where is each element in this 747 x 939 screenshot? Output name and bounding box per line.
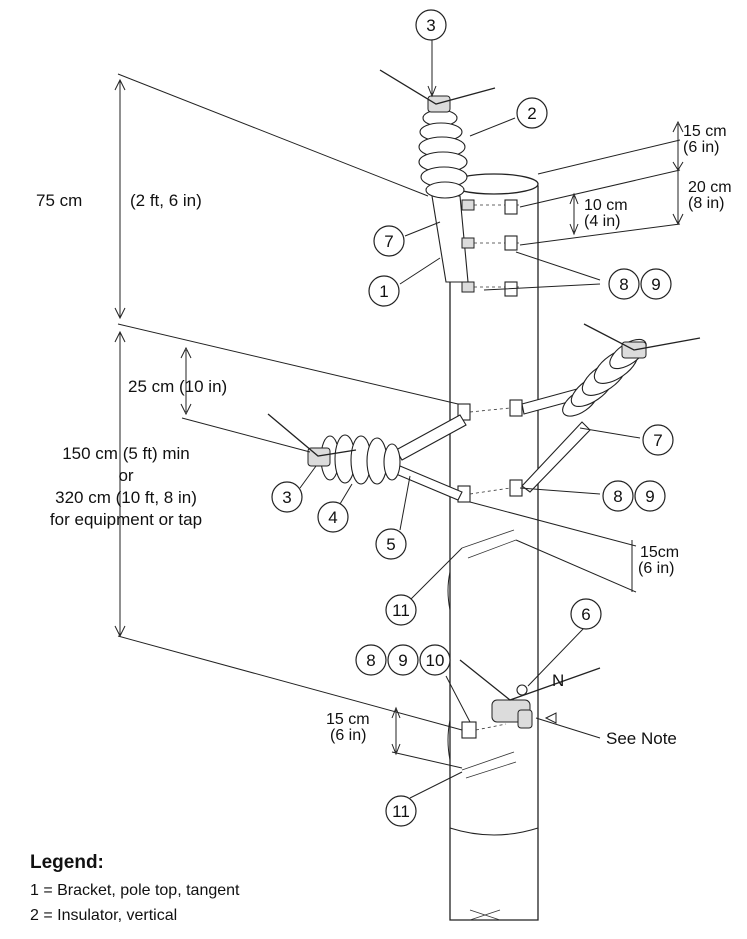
tap-conductor xyxy=(459,659,601,701)
callout-11-lower: 11 xyxy=(385,795,417,827)
svg-text:10: 10 xyxy=(426,651,445,670)
dim-20-cm: 20 cm xyxy=(688,179,732,196)
dim-10-in: (4 in) xyxy=(584,213,620,230)
dim-10-cm: 10 cm xyxy=(584,197,628,214)
left-conductor xyxy=(267,413,357,457)
lower-assembly xyxy=(459,529,601,779)
callout-8-top: 8 xyxy=(608,268,640,300)
svg-text:4: 4 xyxy=(328,508,337,527)
upper-strap xyxy=(461,529,517,559)
svg-text:11: 11 xyxy=(392,601,410,620)
dim-150-line1: 150 cm (5 ft) min xyxy=(62,444,190,463)
top-insulator-sheds xyxy=(418,109,468,199)
top-insulator-assembly xyxy=(379,69,520,297)
top-conductor xyxy=(379,69,496,105)
dim-15-mid-cm: 15cm xyxy=(640,544,679,561)
callout-8-low: 8 xyxy=(355,644,387,676)
callout-5: 5 xyxy=(375,528,407,560)
svg-text:7: 7 xyxy=(384,232,393,251)
legend-item-1: 1 = Bracket, pole top, tangent xyxy=(30,882,240,899)
dim-15-top-in: (6 in) xyxy=(683,139,719,156)
dim-75-cm: 75 cm xyxy=(36,191,82,210)
svg-text:8: 8 xyxy=(619,275,628,294)
svg-text:7: 7 xyxy=(653,431,662,450)
svg-text:8: 8 xyxy=(366,651,375,670)
dim-150-line3: 320 cm (10 ft, 8 in) xyxy=(55,488,197,507)
svg-text:3: 3 xyxy=(282,488,291,507)
dim-150-line4: for equipment or tap xyxy=(50,510,202,529)
callout-11-upper: 11 xyxy=(385,594,417,626)
dimension-lines xyxy=(114,73,684,769)
callout-9-top: 9 xyxy=(640,268,672,300)
svg-text:11: 11 xyxy=(392,802,410,821)
callout-3-left: 3 xyxy=(271,481,303,513)
callouts: 3 2 7 1 8 9 7 8 9 3 4 5 11 6 8 9 10 11 xyxy=(271,9,674,827)
svg-text:9: 9 xyxy=(651,275,660,294)
right-insulator-sheds xyxy=(562,338,647,417)
callout-8-mid: 8 xyxy=(602,480,634,512)
callout-7-mid: 7 xyxy=(642,424,674,456)
svg-text:3: 3 xyxy=(426,16,435,35)
callout-10: 10 xyxy=(419,644,451,676)
dim-150-line2: or xyxy=(118,466,133,485)
dim-15-low-cm: 15 cm xyxy=(326,711,370,728)
dim-15-top-cm: 15 cm xyxy=(683,123,727,140)
callout-9-low: 9 xyxy=(387,644,419,676)
middle-assembly xyxy=(267,323,701,503)
svg-text:9: 9 xyxy=(398,651,407,670)
dimension-labels: 75 cm (2 ft, 6 in) 15 cm (6 in) 20 cm (8… xyxy=(36,123,732,744)
dim-25: 25 cm (10 in) xyxy=(128,377,227,396)
svg-text:6: 6 xyxy=(581,605,590,624)
callout-1: 1 xyxy=(368,275,400,307)
legend-item-2: 2 = Insulator, vertical xyxy=(30,907,177,924)
dim-20-in: (8 in) xyxy=(688,195,724,212)
callout-7-top: 7 xyxy=(373,225,405,257)
legend: Legend: 1 = Bracket, pole top, tangent 2… xyxy=(30,852,240,924)
n-label: N xyxy=(552,671,564,690)
callout-4: 4 xyxy=(317,501,349,533)
callout-2: 2 xyxy=(516,97,548,129)
dim-75-imperial: (2 ft, 6 in) xyxy=(130,191,202,210)
svg-text:1: 1 xyxy=(379,282,388,301)
dim-15-low-in: (6 in) xyxy=(330,727,366,744)
callout-6: 6 xyxy=(570,598,602,630)
svg-text:5: 5 xyxy=(386,535,395,554)
callout-3-top: 3 xyxy=(415,9,447,41)
callout-9-mid: 9 xyxy=(634,480,666,512)
right-conductor xyxy=(583,323,701,351)
dim-15-mid-in: (6 in) xyxy=(638,560,674,577)
svg-text:2: 2 xyxy=(527,104,536,123)
leader-lines xyxy=(299,40,641,799)
left-insulator-sheds xyxy=(320,434,401,485)
see-note-label: See Note xyxy=(606,729,677,748)
lower-strap xyxy=(461,751,517,779)
svg-text:9: 9 xyxy=(645,487,654,506)
legend-title: Legend: xyxy=(30,852,104,873)
svg-text:8: 8 xyxy=(613,487,622,506)
